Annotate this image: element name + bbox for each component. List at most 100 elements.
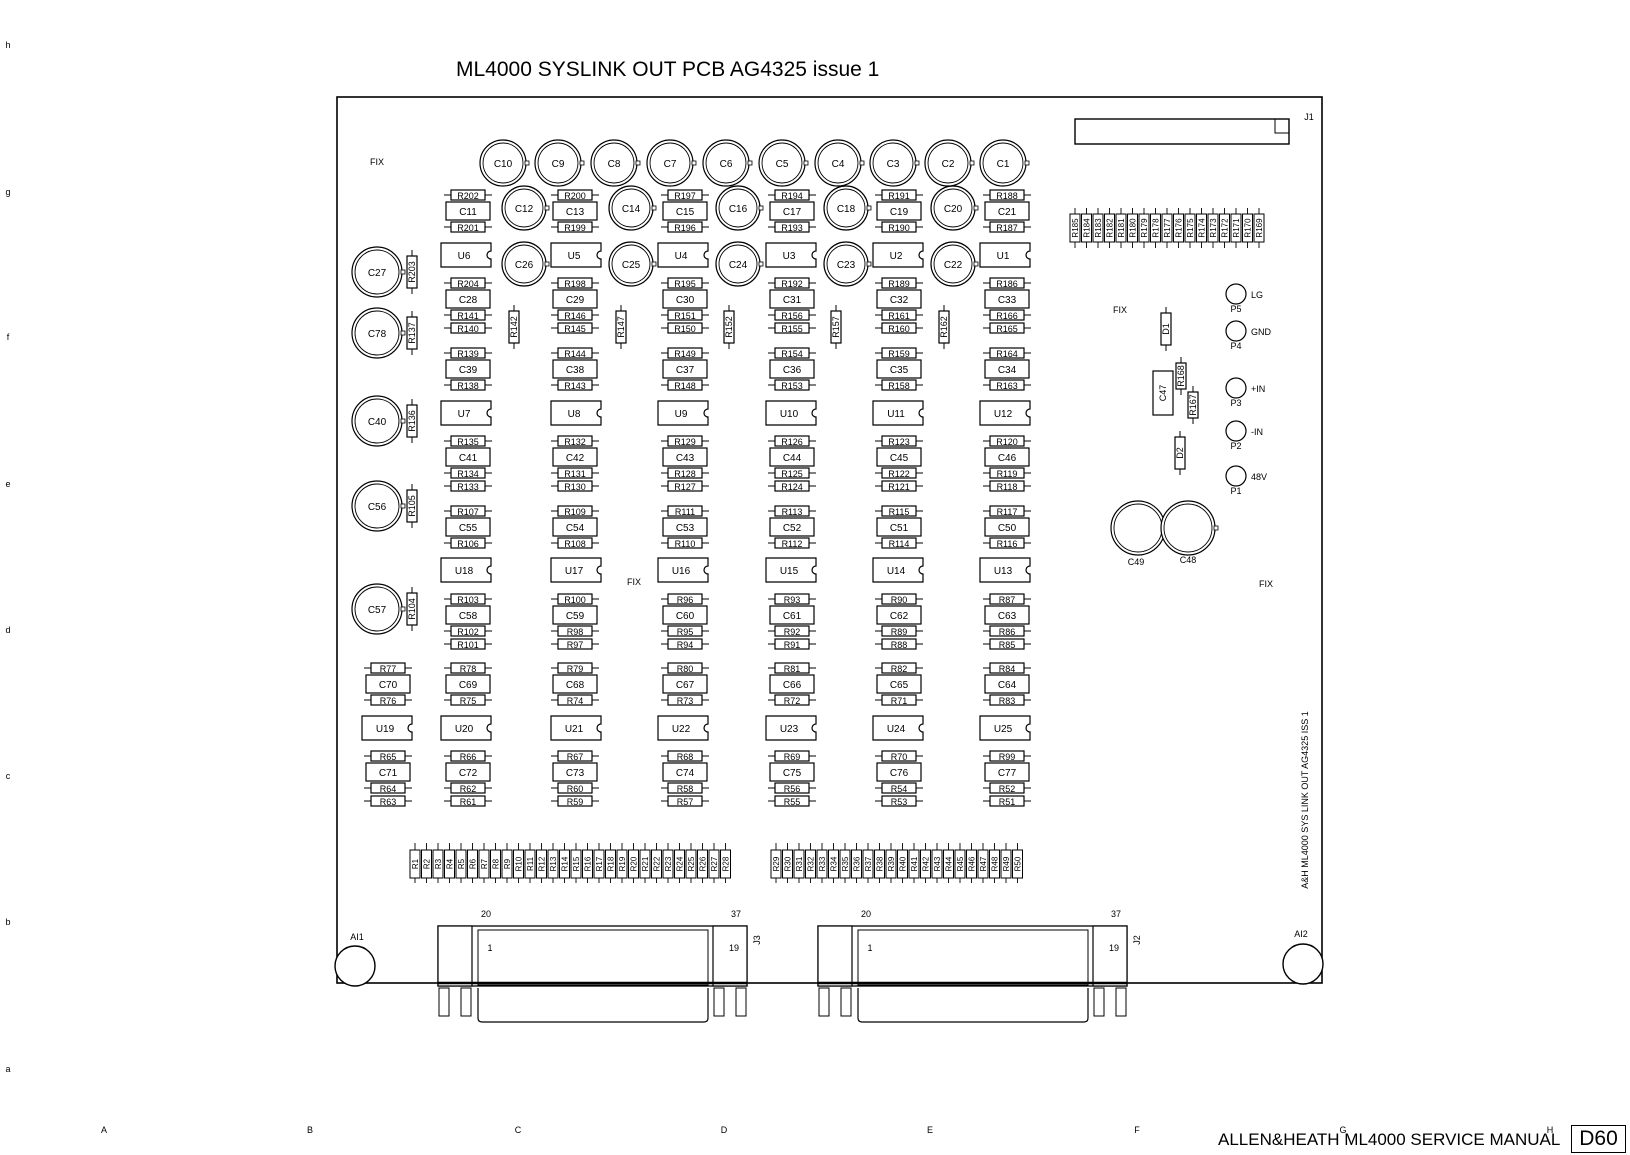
resistor-label-R35: R35 <box>841 856 850 871</box>
resistor-body <box>450 638 486 650</box>
resistor-body <box>557 379 593 391</box>
dsub-screw <box>1115 987 1127 1017</box>
resistor-label-R175: R175 <box>1186 218 1195 238</box>
ic-label-U10: U10 <box>780 409 799 420</box>
resistor-label-R6: R6 <box>469 858 478 869</box>
capacitor-tab <box>747 160 753 166</box>
resistor-label-R148: R148 <box>674 381 696 391</box>
resistor-label-R32: R32 <box>807 856 816 871</box>
resistor-body <box>557 221 593 233</box>
resistor-body <box>1175 362 1187 390</box>
test-pad <box>1225 377 1247 399</box>
resistor-body <box>450 750 486 762</box>
resistor-label-R74: R74 <box>567 696 584 706</box>
resistor-body <box>593 849 605 879</box>
resistor-label-R145: R145 <box>564 324 586 334</box>
capacitor-label-C43: C43 <box>676 453 695 464</box>
grid-row-g: g <box>5 187 10 197</box>
test-pad <box>1225 320 1247 342</box>
resistor-body <box>615 310 627 344</box>
dsub-pin-19: 19 <box>729 943 739 953</box>
resistor-body <box>805 849 816 879</box>
resistor-body <box>557 505 593 517</box>
resistor-label-R182: R182 <box>1106 218 1115 238</box>
dsub-screw <box>713 987 725 1017</box>
ic-body <box>440 400 492 426</box>
resistor-label-R146: R146 <box>564 311 586 321</box>
capacitor-body <box>662 201 708 221</box>
resistor-label-R189: R189 <box>888 279 910 289</box>
resistor-body <box>370 750 406 762</box>
resistor-body <box>708 849 720 879</box>
pad-name-LG: LG <box>1251 290 1263 300</box>
resistor-label-R201: R201 <box>457 223 479 233</box>
resistor-body <box>989 662 1025 674</box>
resistor-body <box>667 221 703 233</box>
dsub-screw <box>840 987 852 1017</box>
resistor-body <box>651 849 662 879</box>
capacitor-label-C11: C11 <box>459 207 477 218</box>
resistor-body <box>989 189 1025 201</box>
resistor-body <box>881 782 917 794</box>
resistor-label-R138: R138 <box>457 381 479 391</box>
resistor-body <box>989 435 1025 447</box>
capacitor-body <box>445 605 491 625</box>
ic-body <box>440 557 492 583</box>
capacitor-inner-ring <box>354 310 400 356</box>
capacitor-label-C20: C20 <box>944 204 963 215</box>
resistor-body <box>370 694 406 706</box>
capacitor-body <box>876 201 922 221</box>
resistor-body <box>1230 213 1242 243</box>
capacitor-inner-ring <box>611 244 651 284</box>
resistor-label-R141: R141 <box>457 311 479 321</box>
ic-label-U3: U3 <box>783 251 796 262</box>
resistor-body <box>839 849 851 879</box>
resistor-body <box>1104 213 1115 243</box>
dsub-screw <box>1093 987 1105 1017</box>
resistor-label-R52: R52 <box>999 784 1016 794</box>
resistor-label-R42: R42 <box>922 856 931 871</box>
resistor-label-R28: R28 <box>722 856 731 871</box>
ic-body <box>657 400 709 426</box>
resistor-body <box>547 849 559 879</box>
resistor-label-R159: R159 <box>888 349 910 359</box>
dsub-flange <box>817 925 853 987</box>
resistor-label-R166: R166 <box>996 311 1018 321</box>
resistor-label-R140: R140 <box>457 324 479 334</box>
resistor-label-R114: R114 <box>889 539 910 549</box>
resistor-label-R125: R125 <box>781 469 803 479</box>
capacitor-body <box>662 289 708 309</box>
dsub-label-J2: J2 <box>1132 935 1142 945</box>
capacitor-inner-ring <box>826 188 866 228</box>
capacitor-label-C59: C59 <box>566 611 585 622</box>
resistor-body <box>450 379 486 391</box>
resistor-body <box>1187 391 1199 419</box>
resistor-label-R48: R48 <box>991 856 1000 871</box>
resistor-body <box>450 593 486 605</box>
mounting-hole <box>1282 943 1324 985</box>
resistor-label-R185: R185 <box>1071 218 1080 238</box>
resistor-label-R70: R70 <box>891 752 908 762</box>
capacitor-label-C1: C1 <box>997 159 1010 170</box>
pad-ref-P1: P1 <box>1230 486 1241 496</box>
capacitor-body <box>445 447 491 467</box>
resistor-body <box>513 849 524 879</box>
resistor-label-R89: R89 <box>891 627 908 637</box>
resistor-body <box>816 849 828 879</box>
capacitor-label-C67: C67 <box>676 680 695 691</box>
resistor-label-R107: R107 <box>457 507 479 517</box>
ic-label-U5: U5 <box>568 251 581 262</box>
resistor-body <box>1069 213 1081 243</box>
resistor-label-R56: R56 <box>784 784 801 794</box>
resistor-body <box>897 849 908 879</box>
resistor-body <box>508 310 520 344</box>
capacitor-label-C17: C17 <box>783 207 802 218</box>
resistor-body <box>774 593 810 605</box>
resistor-label-R136: R136 <box>407 410 417 432</box>
capacitor-inner-ring <box>982 142 1024 184</box>
dsub-screw <box>818 987 830 1017</box>
fix-mark: FIX <box>1259 579 1273 589</box>
resistor-body <box>667 309 703 321</box>
pad-ref-P5: P5 <box>1230 304 1241 314</box>
resistor-label-R73: R73 <box>677 696 694 706</box>
